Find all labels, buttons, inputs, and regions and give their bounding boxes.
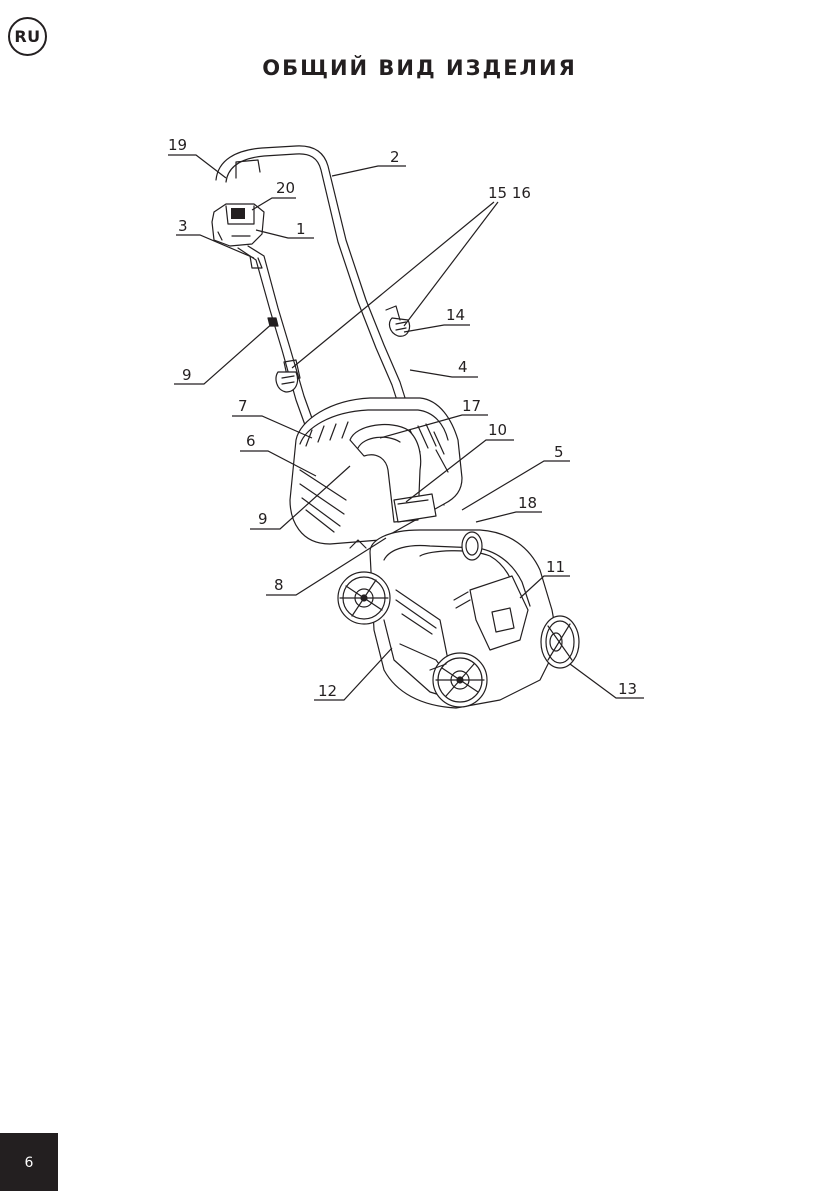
leader-lines	[168, 154, 644, 701]
callout-8: 8	[274, 576, 284, 594]
leader-18	[475, 511, 542, 523]
callout-1: 1	[296, 220, 306, 238]
leader-2	[331, 165, 406, 177]
callout-3: 3	[178, 217, 188, 235]
page-number: 6	[24, 1155, 34, 1171]
callout-9-bottom: 9	[258, 510, 268, 528]
leader-14	[403, 324, 470, 333]
leader-8	[266, 537, 387, 596]
leader-1	[255, 229, 314, 239]
leader-6	[240, 450, 317, 477]
callout-labels: 19 2 20 15 16 3 1 14 4 9 7 17 10 6 5 18 …	[168, 136, 637, 700]
mower-illustration	[211, 145, 580, 709]
callout-10: 10	[488, 421, 507, 439]
leader-9-top	[174, 321, 275, 385]
leader-13	[569, 663, 644, 699]
leader-3	[176, 234, 255, 259]
callout-20: 20	[276, 179, 295, 197]
leader-11	[519, 575, 570, 599]
leader-5	[461, 460, 570, 511]
language-badge: RU	[8, 17, 47, 56]
callout-19: 19	[168, 136, 187, 154]
leader-9-bottom	[250, 465, 351, 530]
page-number-tab	[0, 1133, 58, 1191]
callout-4: 4	[458, 358, 468, 376]
callout-7: 7	[238, 397, 248, 415]
callout-2: 2	[390, 148, 400, 166]
leader-15	[291, 201, 495, 369]
callout-9-top: 9	[182, 366, 192, 384]
leader-7	[232, 415, 313, 439]
leader-20	[251, 197, 296, 211]
leader-4	[409, 369, 478, 378]
callout-18: 18	[518, 494, 537, 512]
page-title: ОБЩИЙ ВИД ИЗДЕЛИЯ	[262, 56, 577, 80]
leader-19	[168, 154, 227, 179]
callout-6: 6	[246, 432, 256, 450]
leader-10	[405, 439, 514, 503]
callout-14: 14	[446, 306, 465, 324]
callout-15-16: 15 16	[488, 184, 531, 202]
callout-5: 5	[554, 443, 564, 461]
callout-13: 13	[618, 680, 637, 698]
callout-11: 11	[546, 558, 565, 576]
leader-16	[403, 201, 499, 327]
leader-12	[314, 647, 393, 701]
leader-17	[379, 414, 488, 439]
callout-12: 12	[318, 682, 337, 700]
callout-17: 17	[462, 397, 481, 415]
